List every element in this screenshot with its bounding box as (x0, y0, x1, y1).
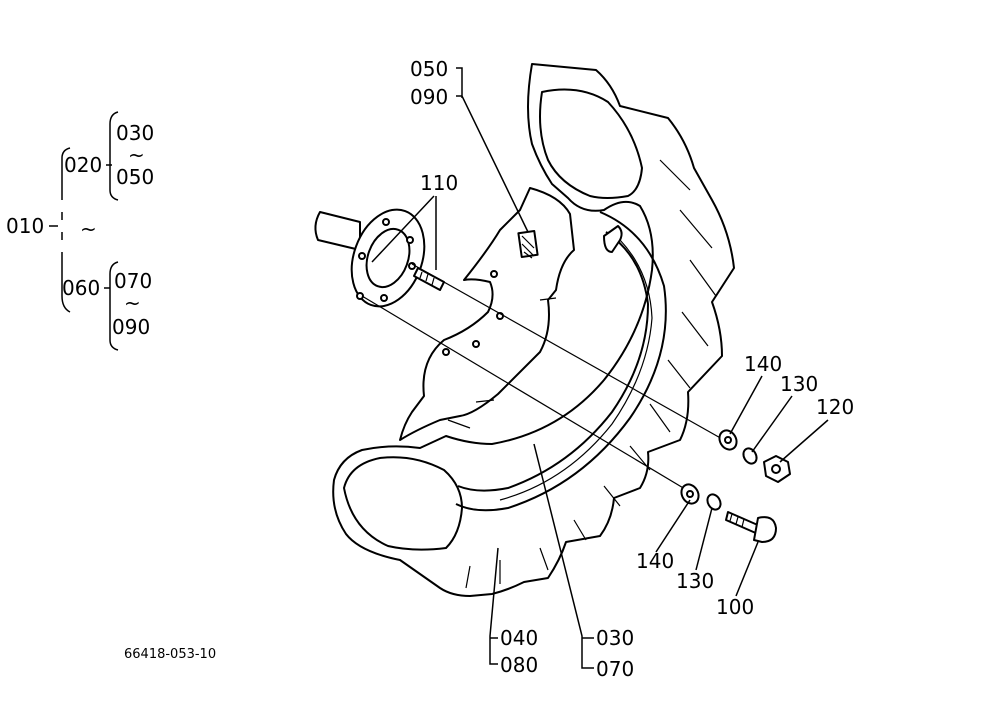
disc-hole-4 (442, 348, 450, 356)
callout-120: 120 (816, 395, 854, 419)
hub-flange (350, 208, 426, 308)
callout-040: 040 (500, 626, 538, 650)
nut-hole (771, 464, 781, 474)
leader-030-070 (533, 443, 594, 669)
callout-140-upper: 140 (744, 352, 782, 376)
callout-130-upper: 130 (780, 372, 818, 396)
spring-washer-lower (706, 493, 722, 511)
rim-mid-ring (499, 239, 653, 501)
tire-lug-lines (465, 159, 717, 589)
hub-block (517, 230, 539, 258)
nut (763, 455, 791, 483)
leader-100 (735, 541, 759, 597)
leader-130-lower (695, 507, 713, 571)
spring-washer-upper (742, 447, 758, 465)
tree-group-b-bracket (109, 261, 119, 351)
callout-080: 080 (500, 653, 538, 677)
washer-lower-hole (686, 490, 694, 498)
tree-group-b-label: 060 (62, 276, 100, 300)
tree-group-a-to: 050 (116, 165, 154, 189)
callout-030: 030 (596, 626, 634, 650)
callout-050: 050 (410, 57, 448, 81)
centerline-upper (411, 263, 725, 441)
tree-root-bracket (61, 147, 71, 313)
flange-hole-6 (358, 252, 366, 260)
hub-flange-inner (365, 227, 411, 289)
leader-140-upper (729, 375, 763, 435)
tree-group-a-label: 020 (64, 153, 102, 177)
rim-outer-ring (455, 211, 667, 512)
flange-hole-3 (408, 262, 416, 270)
centerline-lower (361, 295, 691, 493)
leader-110 (371, 195, 437, 270)
valve-stem (603, 225, 623, 253)
tire-inner-lower (343, 456, 463, 551)
wheel-disc-flanges (447, 297, 557, 429)
leader-140-lower (655, 499, 691, 553)
tire-outer (332, 63, 735, 597)
hub-block-hatch (521, 235, 535, 259)
leader-040-080 (489, 547, 499, 665)
drawing-number: 66418-053-10 (124, 647, 216, 662)
callout-140-lower: 140 (636, 549, 674, 573)
axle-shaft (314, 211, 361, 251)
tree-group-a-range: ~ (128, 143, 145, 167)
tree-range-mark: ~ (80, 217, 97, 241)
flange-hole-2 (406, 236, 414, 244)
tree-group-b-to: 090 (112, 315, 150, 339)
tree-group-b-from: 070 (114, 269, 152, 293)
leader-130-upper (751, 395, 793, 453)
callout-070: 070 (596, 657, 634, 681)
tire-inner-upper (539, 88, 643, 199)
callout-090-top: 090 (410, 85, 448, 109)
tree-group-b-range: ~ (124, 291, 141, 315)
stud-bolt-thread (419, 271, 435, 286)
flange-hole-1 (382, 218, 390, 226)
callout-100: 100 (716, 595, 754, 619)
bolt-head (753, 516, 777, 543)
leader-050-090 (456, 67, 529, 233)
wheel-disc (399, 187, 575, 441)
callouts: 050 090 110 140 130 120 140 130 100 040 … (371, 57, 854, 681)
bolt-thread (729, 513, 745, 528)
tree-root-label: 010 (6, 214, 44, 238)
flange-hole-4 (380, 294, 388, 302)
leader-120 (779, 419, 829, 463)
rim-inner-ring (457, 231, 649, 492)
tree-group-a-from: 030 (116, 121, 154, 145)
wheel-assembly-drawing (314, 63, 791, 597)
tree-group-a-bracket (109, 111, 119, 201)
disc-hole-3 (472, 340, 480, 348)
disc-hole-1 (490, 270, 498, 278)
callout-110: 110 (420, 171, 458, 195)
parts-tree: 010 ~ 020 030 ~ 050 060 070 ~ 090 (6, 111, 154, 351)
washer-upper-hole (724, 436, 732, 444)
callout-130-lower: 130 (676, 569, 714, 593)
